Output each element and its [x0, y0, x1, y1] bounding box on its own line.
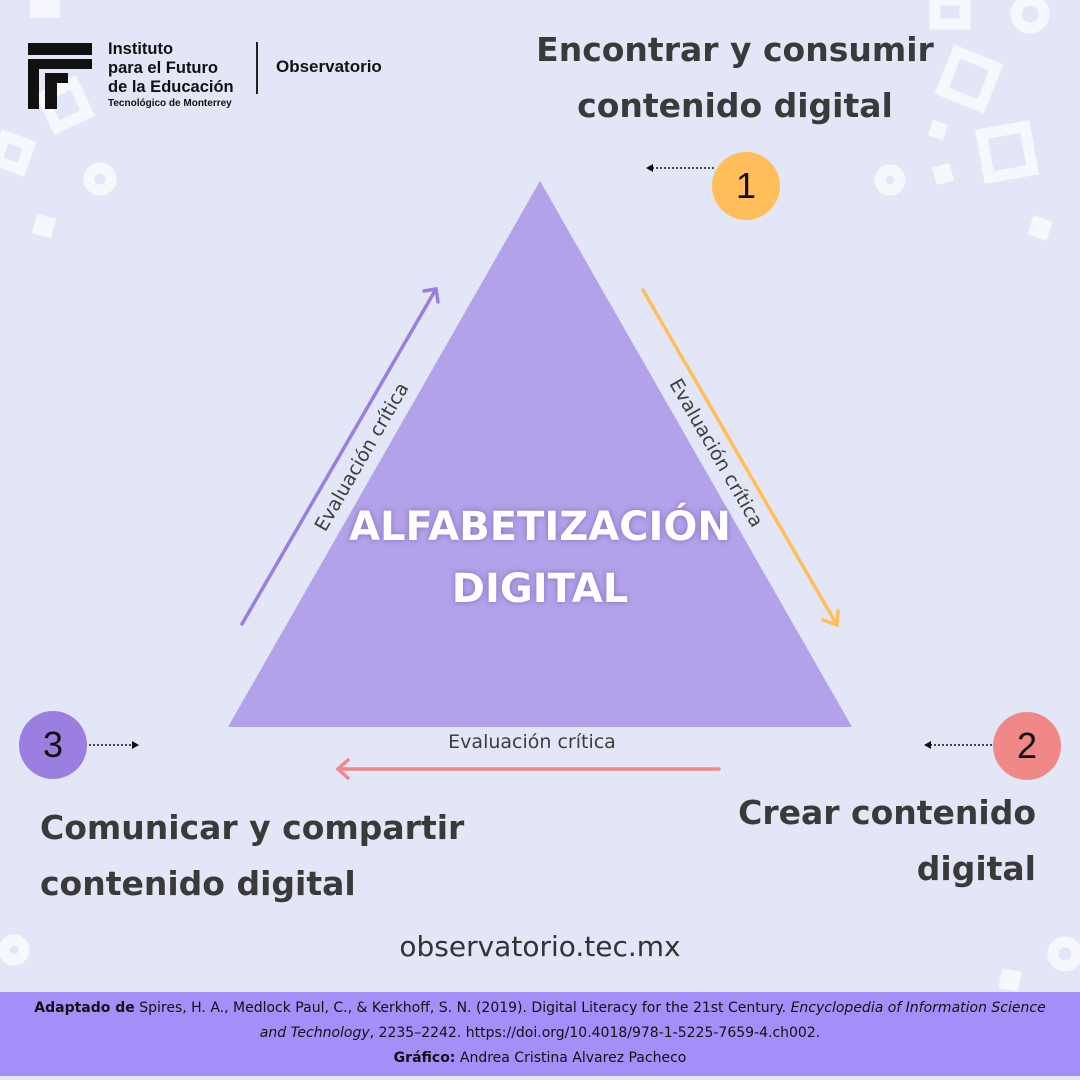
citation-text-2: , 2235–2242. https://doi.org/10.4018/978… [369, 1025, 821, 1041]
institute-parent-name: Tecnológico de Monterrey [108, 98, 232, 109]
triangle-title-line2: DIGITAL [451, 566, 629, 612]
institute-name-line1: Instituto [108, 40, 174, 58]
step-heading-2-line2: digital [916, 849, 1036, 888]
graphic-author: Andrea Cristina Alvarez Pacheco [455, 1050, 687, 1066]
evaluation-arrow-right [641, 288, 840, 628]
journal-title-1: Encyclopedia of Information Science [790, 1000, 1046, 1016]
step-badge-1: 1 [712, 152, 780, 220]
edge-label-bottom: Evaluación crítica [448, 731, 616, 753]
step-heading-2: Crear contenido digital [700, 785, 1036, 897]
citation-text-1: Spires, H. A., Medlock Paul, C., & Kerkh… [134, 1000, 791, 1016]
triangle-title-line1: ALFABETIZACIÓN [349, 504, 731, 550]
step-badge-3: 3 [19, 711, 87, 779]
evaluation-arrow-bottom [335, 758, 721, 780]
step-heading-3: Comunicar y compartir contenido digital [40, 800, 520, 912]
institute-name-line3: de la Educación [108, 78, 234, 96]
step-heading-2-line1: Crear contenido [738, 793, 1036, 832]
step-heading-1: Encontrar y consumir contenido digital [470, 22, 1000, 134]
step-heading-1-line2: contenido digital [577, 86, 893, 125]
journal-title-2: and Technology [259, 1025, 370, 1041]
triangle-title: ALFABETIZACIÓN DIGITAL [300, 496, 780, 620]
citation-line2: and Technology, 2235–2242. https://doi.o… [0, 1021, 1080, 1046]
logo-divider [256, 42, 258, 94]
institute-logo-mark [28, 43, 92, 109]
citation-line1: Adaptado de Spires, H. A., Medlock Paul,… [0, 992, 1080, 1021]
step-heading-1-line1: Encontrar y consumir [536, 30, 934, 69]
adapted-label: Adaptado de [34, 1000, 135, 1016]
literacy-triangle [228, 181, 852, 727]
step-heading-3-line1: Comunicar y compartir [40, 808, 465, 847]
citation-line3: Gráfico: Andrea Cristina Alvarez Pacheco [0, 1046, 1080, 1071]
observatorio-label: Observatorio [276, 57, 382, 76]
graphic-label: Gráfico: [393, 1050, 456, 1066]
institute-name-line2: para el Futuro [108, 59, 219, 77]
step-badge-2: 2 [993, 712, 1061, 780]
evaluation-arrow-left [240, 286, 440, 626]
institute-logo: Instituto para el Futuro de la Educación… [28, 40, 408, 112]
citation-footer: Adaptado de Spires, H. A., Medlock Paul,… [0, 992, 1080, 1076]
step-heading-3-line2: contenido digital [40, 864, 356, 903]
institute-name: Instituto para el Futuro de la Educación… [108, 40, 234, 110]
website-link[interactable]: observatorio.tec.mx [399, 930, 681, 963]
